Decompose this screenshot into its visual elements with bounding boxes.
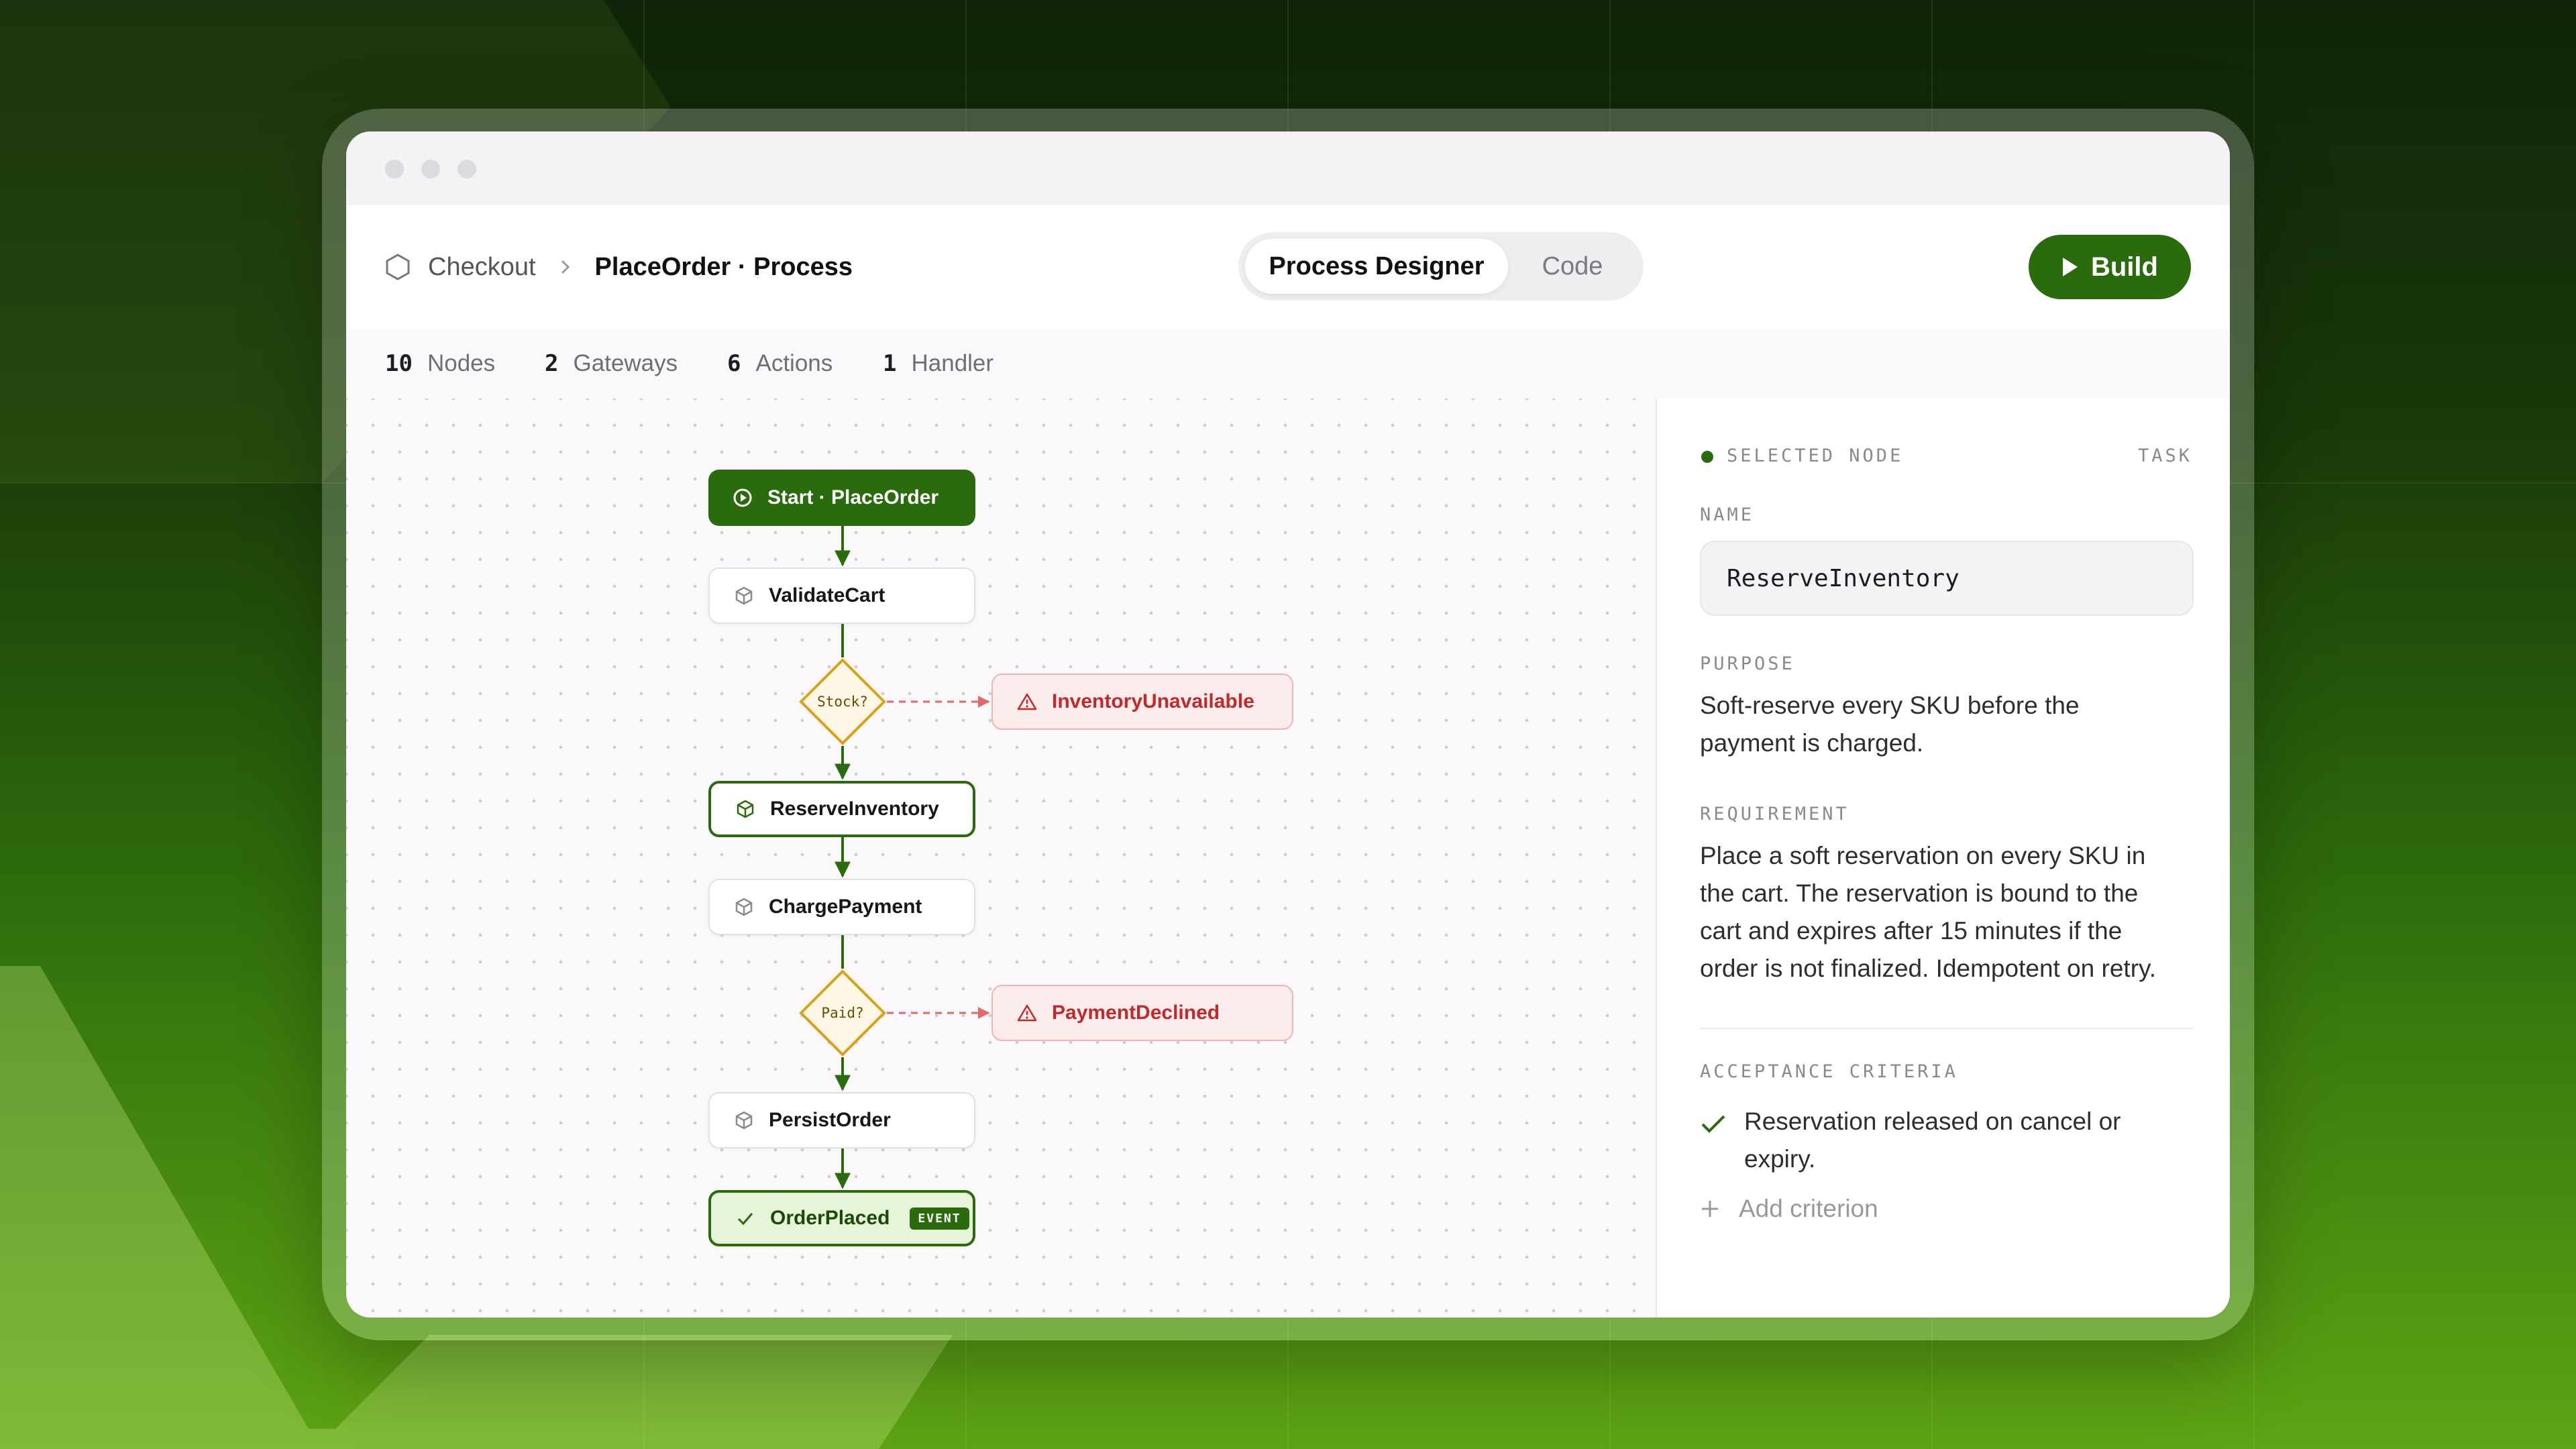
flow-node-start[interactable]: Start · PlaceOrder: [708, 470, 975, 526]
node-name-field[interactable]: ReserveInventory: [1700, 541, 2194, 616]
stat-nodes: 10 Nodes: [385, 329, 495, 398]
acceptance-criterion[interactable]: Reservation released on cancel or expiry…: [1744, 1103, 2200, 1178]
requirement-text[interactable]: Place a soft reservation on every SKU in…: [1700, 837, 2210, 987]
gateway-label: Stock?: [817, 694, 868, 710]
hexagon-icon: [386, 254, 410, 280]
panel-divider: [1700, 1028, 2194, 1029]
diamond-shape: [799, 969, 886, 1057]
chevron-right-icon: [561, 260, 570, 274]
node-label: PersistOrder: [769, 1109, 891, 1131]
stat-actions: 6 Actions: [727, 329, 833, 398]
build-button-label: Build: [2091, 252, 2158, 282]
breadcrumb-parent[interactable]: Checkout: [428, 252, 536, 281]
node-label: Start · PlaceOrder: [767, 486, 939, 508]
stats-bar: 10 Nodes 2 Gateways 6 Actions 1 Handler: [346, 329, 2230, 400]
node-label: ValidateCart: [769, 584, 885, 606]
cube-icon: [735, 1111, 753, 1130]
event-badge: EVENT: [910, 1207, 969, 1230]
node-label: PaymentDeclined: [1052, 1002, 1220, 1024]
stat-label: Handler: [911, 350, 994, 376]
breadcrumb-current: PlaceOrder · Process: [594, 252, 853, 281]
purpose-line: Soft-reserve every SKU before the: [1700, 692, 2080, 719]
check-icon: [1701, 1115, 1725, 1133]
requirement-line: Place a soft reservation on every SKU in: [1700, 842, 2146, 869]
header: Checkout PlaceOrder · Process Process De…: [346, 205, 2230, 330]
view-toggle: Process Designer Code: [1238, 232, 1644, 301]
add-criterion-button[interactable]: Add criterion: [1700, 1190, 1878, 1228]
node-label: ReserveInventory: [770, 798, 939, 820]
flow-node-error-inventory[interactable]: InventoryUnavailable: [991, 674, 1293, 730]
flow-node-error-payment[interactable]: PaymentDeclined: [991, 985, 1293, 1041]
cube-icon: [737, 800, 754, 818]
title-bar: [346, 131, 2230, 205]
node-label: OrderPlaced: [770, 1207, 890, 1229]
play-icon: [2063, 258, 2078, 276]
panel-kicker: SELECTED NODE: [1727, 445, 1904, 466]
flow-node-validate-cart[interactable]: ValidateCart: [708, 568, 975, 624]
gateway-label: Paid?: [821, 1005, 864, 1021]
build-button[interactable]: Build: [2029, 235, 2191, 299]
purpose-label: PURPOSE: [1700, 653, 1795, 674]
alert-triangle-icon: [1017, 693, 1037, 710]
acceptance-criteria-label: ACCEPTANCE CRITERIA: [1700, 1061, 1958, 1082]
name-label: NAME: [1700, 504, 1755, 525]
flow-node-order-placed[interactable]: OrderPlaced EVENT: [708, 1190, 975, 1246]
requirement-label: REQUIREMENT: [1700, 804, 1849, 824]
stat-label: Nodes: [427, 350, 496, 376]
window-maximize-dot[interactable]: [458, 160, 476, 178]
tab-process-designer[interactable]: Process Designer: [1245, 239, 1508, 294]
flow-connectors: [835, 526, 990, 1189]
requirement-line: cart and expires after 15 minutes if the: [1700, 917, 2123, 945]
tab-code[interactable]: Code: [1542, 252, 1603, 280]
check-icon: [737, 1213, 753, 1226]
app-window: Checkout PlaceOrder · Process Process De…: [346, 131, 2230, 1318]
breadcrumb: Checkout PlaceOrder · Process: [385, 205, 853, 329]
stat-count: 10: [385, 350, 413, 377]
node-type-badge: TASK: [2137, 445, 2192, 466]
flow-gateway-stock[interactable]: Stock?: [798, 657, 887, 746]
criterion-line: expiry.: [1744, 1145, 1816, 1173]
stat-gateways: 2 Gateways: [545, 329, 678, 398]
stat-count: 2: [545, 350, 559, 377]
node-label: ChargePayment: [769, 896, 922, 918]
flow-node-reserve-inventory[interactable]: ReserveInventory: [708, 781, 975, 837]
window-close-dot[interactable]: [385, 160, 404, 178]
flow-gateway-paid[interactable]: Paid?: [798, 969, 887, 1057]
window-minimize-dot[interactable]: [421, 160, 440, 178]
diamond-shape: [799, 658, 886, 745]
stat-handler: 1 Handler: [883, 329, 994, 398]
stat-label: Gateways: [573, 350, 678, 376]
alert-triangle-icon: [1017, 1004, 1037, 1022]
cube-icon: [735, 586, 753, 605]
criterion-line: Reservation released on cancel or: [1744, 1108, 2121, 1135]
purpose-line: payment is charged.: [1700, 729, 1924, 757]
process-canvas[interactable]: Start · PlaceOrder ValidateCart Stock? I…: [346, 398, 1656, 1318]
play-circle-icon: [733, 488, 752, 507]
add-criterion-label: Add criterion: [1739, 1195, 1878, 1222]
node-label: InventoryUnavailable: [1052, 690, 1254, 712]
stat-label: Actions: [755, 350, 833, 376]
inspector-panel: SELECTED NODE TASK NAME ReserveInventory…: [1656, 398, 2230, 1318]
requirement-line: the cart. The reservation is bound to th…: [1700, 879, 2139, 907]
flow-node-charge-payment[interactable]: ChargePayment: [708, 879, 975, 935]
cube-icon: [735, 898, 753, 916]
purpose-text[interactable]: Soft-reserve every SKU before the paymen…: [1700, 687, 2210, 762]
stat-count: 6: [727, 350, 741, 377]
stat-count: 1: [883, 350, 897, 377]
plus-icon: [1702, 1201, 1718, 1217]
requirement-line: order is not finalized. Idempotent on re…: [1700, 955, 2157, 982]
flow-node-persist-order[interactable]: PersistOrder: [708, 1092, 975, 1148]
status-dot-icon: [1701, 451, 1713, 463]
